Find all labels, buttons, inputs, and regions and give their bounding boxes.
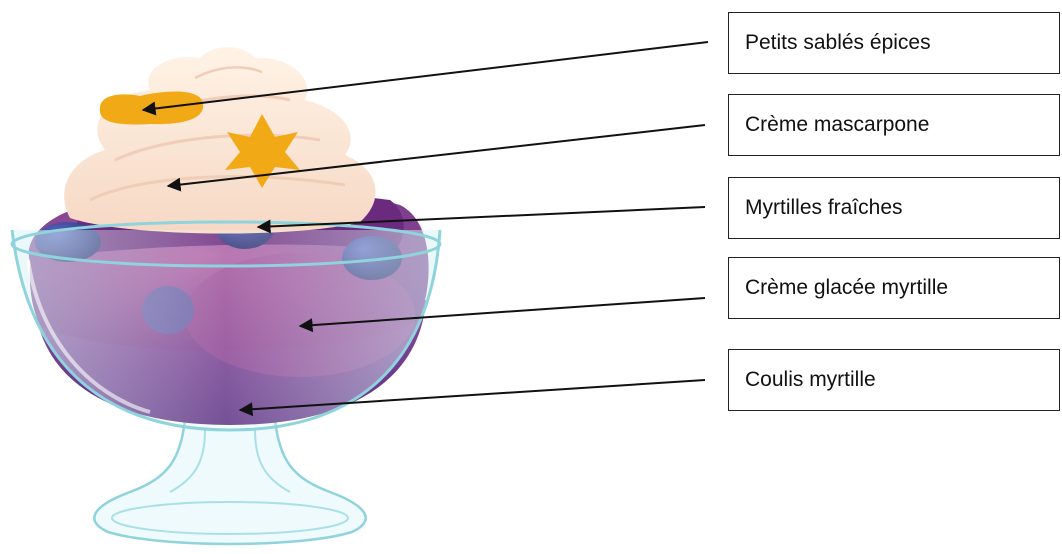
label-coulis: Coulis myrtille [728, 349, 1060, 411]
mascarpone-cream [64, 47, 375, 233]
label-myrtilles-fraiches: Myrtilles fraîches [728, 177, 1060, 239]
label-petits-sables: Petits sablés épices [728, 12, 1060, 74]
glass-stem [94, 420, 365, 544]
label-creme-glacee: Crème glacée myrtille [728, 257, 1060, 319]
glass-bowl [12, 222, 440, 430]
label-creme-mascarpone: Crème mascarpone [728, 94, 1060, 156]
